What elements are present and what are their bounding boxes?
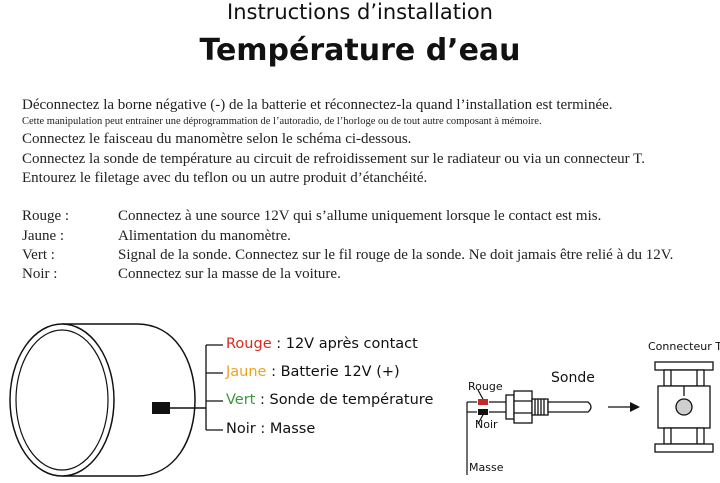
wire-harness (205, 344, 223, 431)
wire-label-rouge: Rouge : (22, 208, 70, 224)
black-terminal (478, 409, 488, 415)
diagram-wire-rouge: Rouge : 12V après contact (226, 336, 418, 352)
wire-color-vert: Vert (226, 392, 256, 408)
instruction-line-3: Connectez la sonde de température au cir… (22, 151, 645, 167)
gauge-connector (152, 402, 170, 414)
wire-desc-jaune: Alimentation du manomètre. (118, 228, 291, 244)
wire-sep: : (255, 392, 270, 408)
diagram-wire-vert: Vert : Sonde de température (226, 392, 433, 408)
wire-label-vert: Vert : (22, 247, 55, 263)
wire-sep: : (271, 336, 286, 352)
wire-desc-vert: Signal de la sonde. Connectez sur le fil… (118, 247, 674, 263)
instruction-note: Cette manipulation peut entrainer une dé… (22, 116, 542, 127)
instruction-line-2: Connectez le faisceau du manomètre selon… (22, 131, 412, 147)
wire-desc-noir: Connectez sur la masse de la voiture. (118, 266, 341, 282)
red-terminal (478, 399, 488, 405)
sensor-title: Sonde (551, 370, 595, 386)
wire-color-rouge: Rouge (226, 336, 272, 352)
sensor-label-black: Noir (475, 418, 498, 431)
wire-color-noir: Noir (226, 421, 256, 437)
t-connector (654, 361, 714, 453)
instruction-line-1: Déconnectez la borne négative (-) de la … (22, 97, 613, 113)
diagram-wire-jaune: Jaune : Batterie 12V (+) (226, 364, 400, 380)
wire-desc: Sonde de température (269, 392, 434, 408)
wire-desc: 12V après contact (285, 336, 418, 352)
sensor-wires (466, 389, 506, 475)
wire-sep: : (255, 421, 270, 437)
wire-label-noir: Noir : (22, 266, 58, 282)
wire-desc-rouge: Connectez à une source 12V qui s’allume … (118, 208, 602, 224)
wire-sep: : (266, 364, 281, 380)
sensor-label-red: Rouge (468, 380, 503, 393)
wire-desc: Masse (269, 421, 316, 437)
wire-color-jaune: Jaune (226, 364, 267, 380)
sensor-label-ground: Masse (469, 461, 504, 474)
connector-label: Connecteur T (648, 340, 720, 353)
subtitle: Instructions d’installation (227, 0, 493, 24)
instruction-line-4: Entourez le filetage avec du teflon ou u… (22, 170, 428, 186)
gauge-body (9, 323, 196, 477)
wire-desc: Batterie 12V (+) (280, 364, 400, 380)
wire-label-jaune: Jaune : (22, 228, 65, 244)
page-title: Température d’eau (199, 33, 521, 68)
arrow-icon (608, 402, 640, 412)
diagram-wire-noir: Noir : Masse (226, 421, 315, 437)
temperature-sensor (505, 390, 592, 424)
